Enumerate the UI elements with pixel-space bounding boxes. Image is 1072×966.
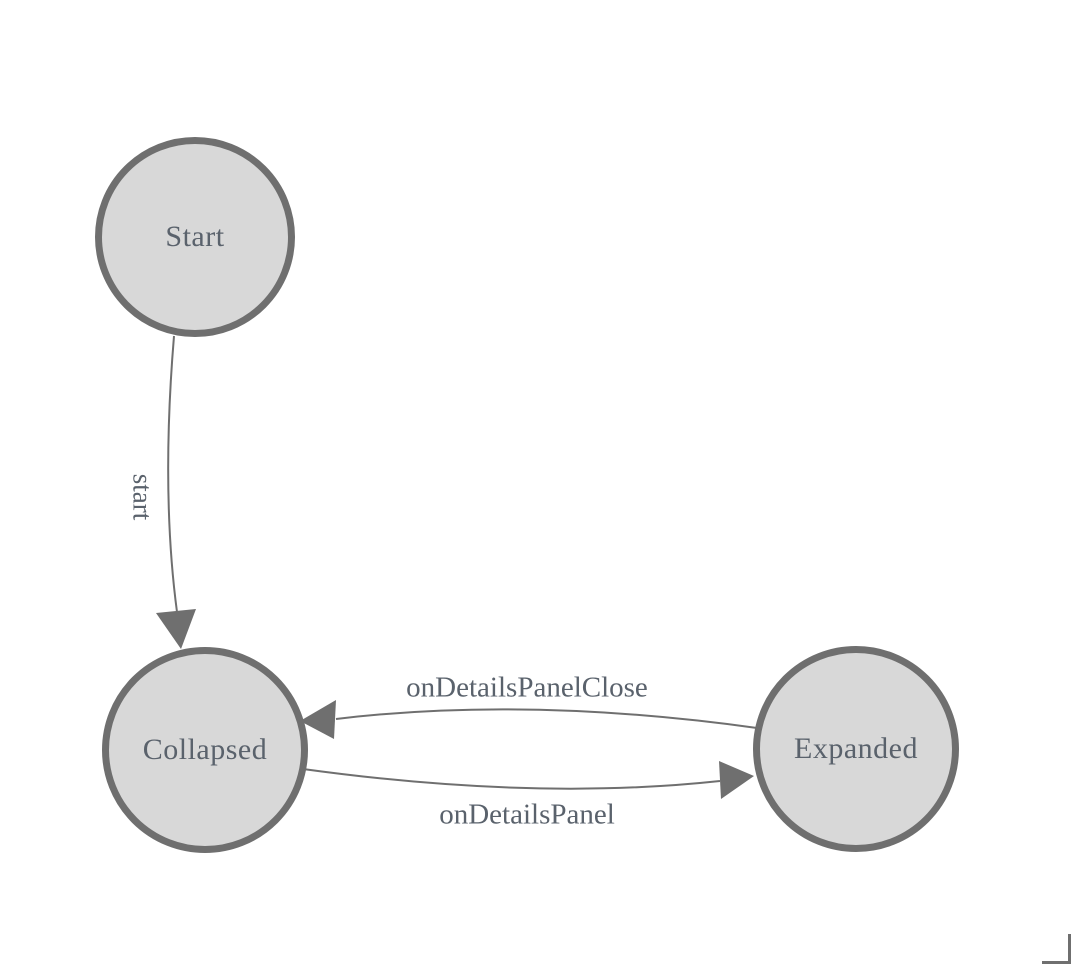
edge-label-start: start [127,473,158,521]
state-node-collapsed-label: Collapsed [142,733,268,766]
arrowhead-expanded-to-collapsed-icon [300,700,336,739]
state-node-start[interactable]: Start [95,137,295,337]
arrowhead-collapsed-to-expanded-icon [719,761,754,799]
arrowhead-start-to-collapsed-icon [156,609,196,649]
canvas-corner-bracket [1042,934,1071,964]
edge-start-to-collapsed [167,335,178,613]
edge-collapsed-to-expanded [302,768,721,790]
edge-expanded-to-collapsed [335,708,758,729]
state-node-collapsed[interactable]: Collapsed [102,647,308,853]
state-node-expanded[interactable]: Expanded [753,646,959,852]
state-node-expanded-label: Expanded [794,732,918,765]
state-node-start-label: Start [165,220,225,253]
edge-label-ondetailspanel: onDetailsPanel [439,798,615,831]
edge-label-ondetailspanelclose: onDetailsPanelClose [406,671,648,704]
